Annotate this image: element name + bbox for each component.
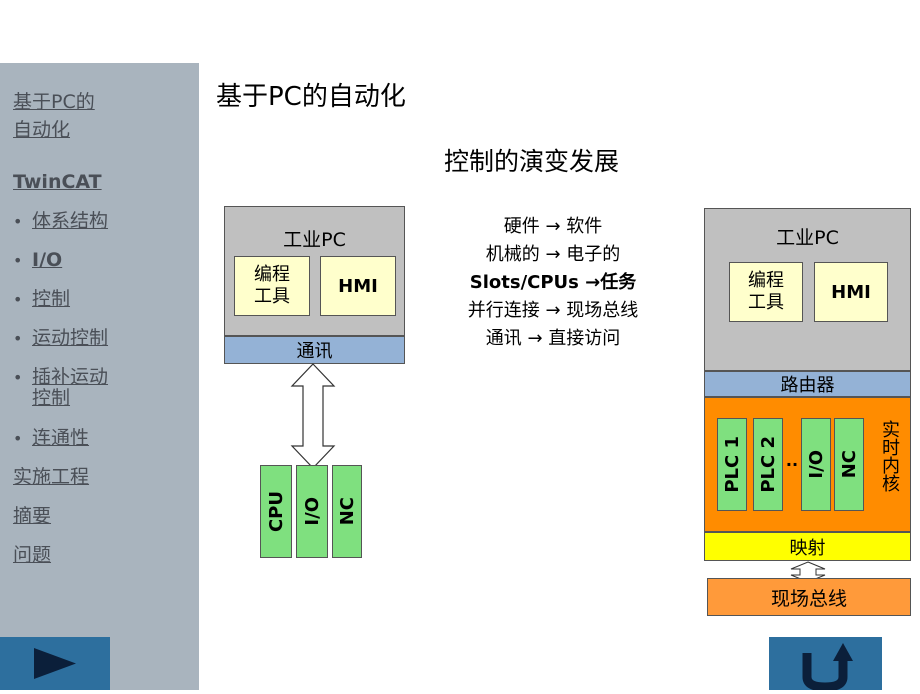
programming-tool-box-right: 编程 工具: [729, 262, 803, 322]
module-nc-right-label: NC: [838, 450, 860, 479]
page-subtitle: 控制的演变发展: [444, 147, 620, 176]
module-nc-right: NC: [834, 418, 864, 511]
sidebar-item-motion-control[interactable]: 运动控制: [32, 327, 109, 349]
sidebar-link-questions[interactable]: 问题: [13, 544, 52, 566]
module-io-right-label: I/O: [805, 450, 827, 479]
bullet-icon: •: [13, 329, 23, 348]
u-turn-up-icon: [802, 643, 853, 692]
module-nc: NC: [332, 465, 362, 558]
sidebar-item-connectivity[interactable]: 连通性: [32, 427, 90, 449]
sidebar-item-control[interactable]: 控制: [32, 288, 71, 310]
module-plc2-label: PLC 2: [757, 436, 779, 493]
sidebar-link-pc-automation-line2[interactable]: 自动化: [13, 119, 71, 141]
sidebar-link-pc-automation-line1[interactable]: 基于PC的: [13, 91, 95, 113]
realtime-core-label: 实时内核: [879, 420, 900, 492]
module-io-label: I/O: [301, 497, 323, 526]
evolution-line-5: 通讯 → 直接访问: [485, 328, 621, 349]
sidebar: 基于PC的 自动化 TwinCAT • 体系结构 • I/O • 控制 • 运动…: [0, 63, 199, 690]
industrial-pc-label: 工业PC: [283, 229, 346, 251]
programming-tool-label-line1: 编程: [748, 270, 784, 291]
sidebar-item-io[interactable]: I/O: [32, 249, 63, 271]
module-plc1-label: PLC 1: [721, 436, 743, 493]
bullet-icon: •: [13, 429, 23, 448]
double-arrow-icon: [290, 363, 336, 469]
programming-tool-label-line2: 工具: [748, 292, 784, 313]
module-plc2: PLC 2: [753, 418, 783, 511]
module-cpu-label: CPU: [265, 490, 287, 533]
sidebar-item-interpolation-line1[interactable]: 插补运动: [32, 366, 109, 388]
industrial-pc-label-right: 工业PC: [776, 227, 839, 249]
mapping-bar: 映射: [704, 532, 911, 561]
module-nc-label: NC: [336, 497, 358, 526]
sidebar-link-summary[interactable]: 摘要: [13, 505, 52, 527]
programming-tool-label-line2: 工具: [254, 286, 290, 307]
module-io: I/O: [296, 465, 328, 558]
fieldbus-bar: 现场总线: [707, 578, 911, 616]
module-ellipsis: ..: [785, 450, 799, 470]
play-right-icon: [34, 648, 76, 679]
programming-tool-label-line1: 编程: [254, 264, 290, 285]
evolution-line-3: Slots/CPUs →任务: [469, 272, 637, 293]
next-button[interactable]: [0, 637, 110, 690]
evolution-line-2: 机械的 → 电子的: [485, 244, 621, 265]
hmi-box: HMI: [320, 256, 396, 316]
sidebar-item-interpolation-line2[interactable]: 控制: [32, 387, 71, 409]
home-button[interactable]: [769, 637, 882, 692]
module-cpu: CPU: [260, 465, 292, 558]
programming-tool-box: 编程 工具: [234, 256, 310, 316]
page-title: 基于PC的自动化: [216, 82, 406, 112]
bullet-icon: •: [13, 290, 23, 309]
router-bar: 路由器: [704, 371, 911, 397]
bullet-icon: •: [13, 368, 23, 387]
bullet-icon: •: [13, 251, 23, 270]
evolution-list: 硬件 → 软件 机械的 → 电子的 Slots/CPUs →任务 并行连接 → …: [428, 213, 678, 353]
communication-bar: 通讯: [224, 336, 405, 364]
module-io-right: I/O: [801, 418, 831, 511]
sidebar-section-twincat[interactable]: TwinCAT: [13, 171, 102, 193]
evolution-line-1: 硬件 → 软件: [503, 216, 603, 237]
bullet-icon: •: [13, 212, 23, 231]
sidebar-link-implementation[interactable]: 实施工程: [13, 466, 90, 488]
hmi-box-right: HMI: [814, 262, 888, 322]
evolution-line-4: 并行连接 → 现场总线: [467, 300, 639, 321]
module-plc1: PLC 1: [717, 418, 747, 511]
sidebar-item-architecture[interactable]: 体系结构: [32, 210, 109, 232]
